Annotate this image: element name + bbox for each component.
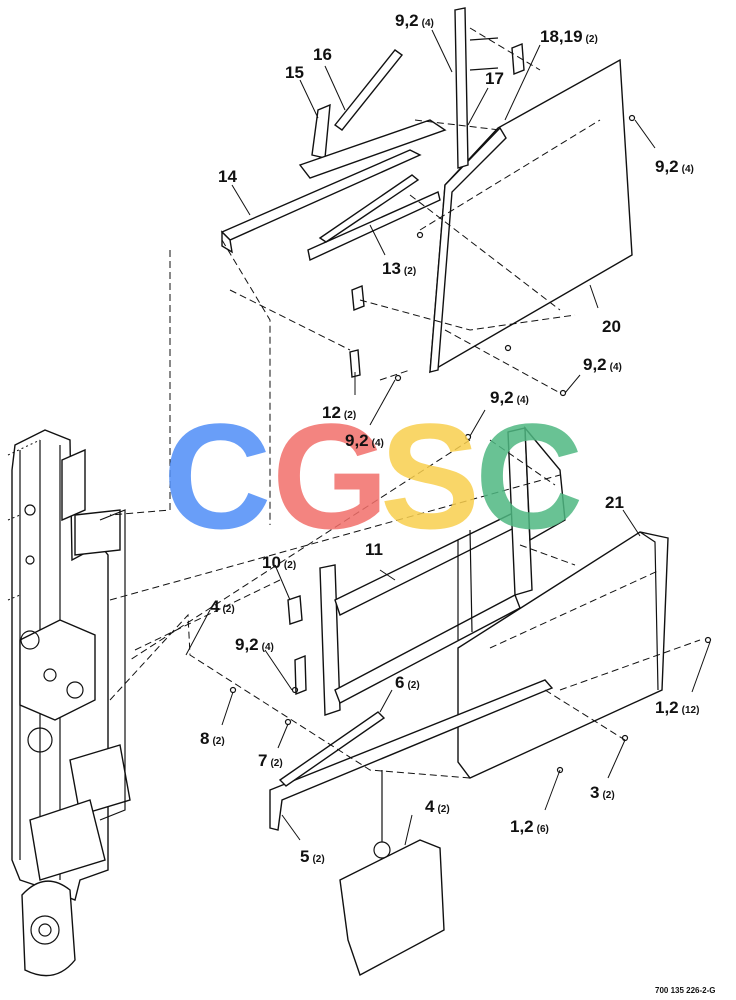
machine-frame-drawing bbox=[7, 429, 131, 977]
callout-8: 8(2) bbox=[200, 729, 225, 748]
callout-10: 10(2) bbox=[262, 553, 296, 572]
callout-9-2-low: 9,2(4) bbox=[235, 635, 274, 654]
callout-9-2-center: 9,2(4) bbox=[490, 388, 529, 407]
watermark-letter-c2: C bbox=[475, 392, 583, 560]
callout-5: 5(2) bbox=[300, 847, 325, 866]
callout-9-2-right: 9,2(4) bbox=[655, 157, 694, 176]
callout-12: 12(2) bbox=[322, 403, 356, 422]
callout-13: 13(2) bbox=[382, 259, 416, 278]
callout-16: 16 bbox=[313, 45, 332, 64]
document-number: 700 135 226-2-G bbox=[655, 986, 716, 995]
watermark-letter-s: S bbox=[380, 392, 480, 560]
leader-lines bbox=[185, 29, 711, 846]
callout-11: 11 bbox=[365, 540, 383, 559]
lower-assembly-drawing bbox=[109, 425, 712, 977]
callout-17: 17 bbox=[485, 69, 504, 88]
callout-7: 7(2) bbox=[258, 751, 283, 770]
callout-20: 20 bbox=[602, 317, 621, 336]
cgsc-watermark: C G S C bbox=[163, 392, 583, 560]
callout-4-upper: 4(2) bbox=[210, 597, 235, 616]
callout-14: 14 bbox=[218, 167, 237, 186]
callout-6: 6(2) bbox=[395, 673, 420, 692]
upper-assembly-drawing bbox=[109, 7, 636, 525]
callout-1-2-12: 1,2(12) bbox=[655, 698, 699, 717]
callout-1-2-6: 1,2(6) bbox=[510, 817, 549, 836]
callout-9-2-top: 9,2(4) bbox=[395, 11, 434, 30]
watermark-letter-c1: C bbox=[163, 392, 271, 560]
callout-4-lower: 4(2) bbox=[425, 797, 450, 816]
callout-9-2-mid: 9,2(4) bbox=[583, 355, 622, 374]
callout-9-2-left: 9,2(4) bbox=[345, 431, 384, 450]
callout-21: 21 bbox=[605, 493, 624, 512]
callout-labels: 9,2(4) 18,19(2) 16 15 17 9,2(4) 14 13(2)… bbox=[200, 11, 699, 866]
callout-15: 15 bbox=[285, 63, 304, 82]
watermark-letter-g: G bbox=[272, 392, 389, 560]
callout-3: 3(2) bbox=[590, 783, 615, 802]
callout-18-19: 18,19(2) bbox=[540, 27, 598, 46]
